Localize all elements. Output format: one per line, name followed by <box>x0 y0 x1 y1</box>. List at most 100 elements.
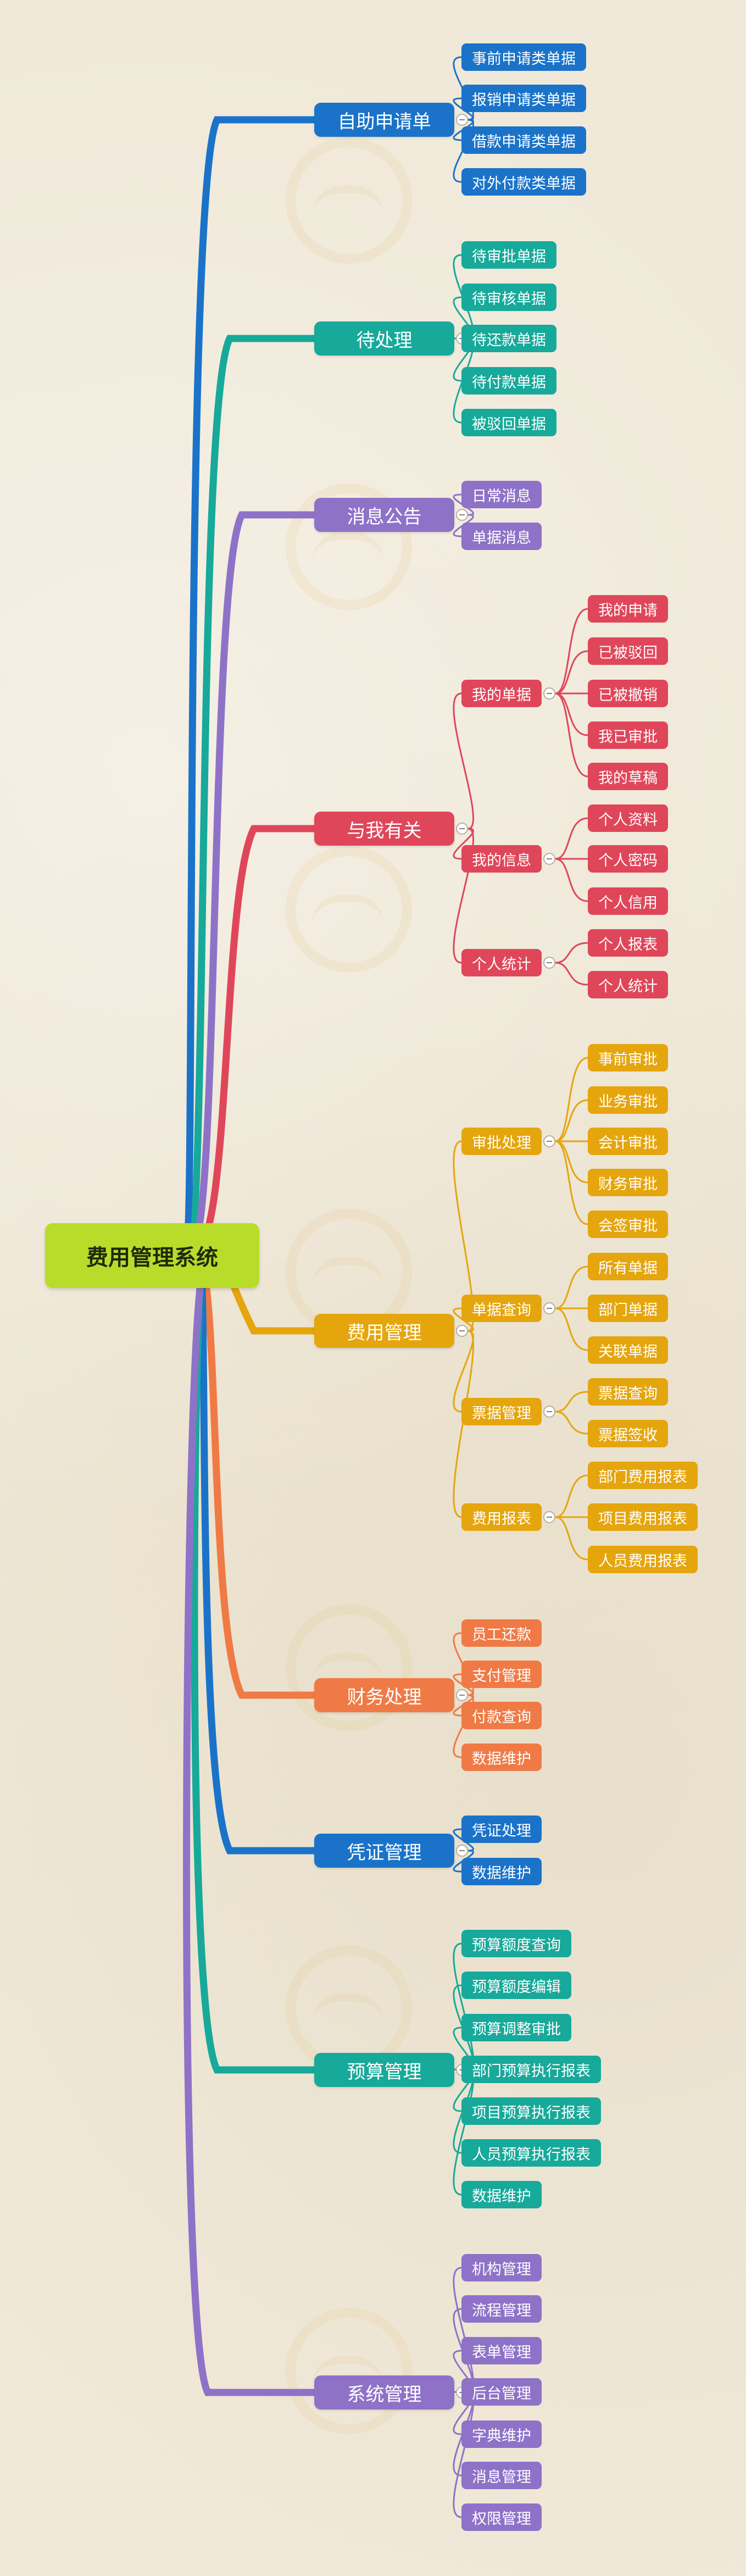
leaf-node[interactable]: 项目费用报表 <box>588 1503 698 1531</box>
sub-connector <box>453 828 474 964</box>
collapse-toggle-icon[interactable] <box>456 509 468 521</box>
branch-connector <box>183 116 318 1246</box>
sub-node[interactable]: 单据查询 <box>461 1295 542 1322</box>
leaf-connector <box>554 692 589 778</box>
leaf-node[interactable]: 个人资料 <box>588 804 668 832</box>
leaf-node[interactable]: 所有单据 <box>588 1253 668 1280</box>
leaf-node[interactable]: 关联单据 <box>588 1336 668 1364</box>
leaf-connector <box>554 1140 589 1225</box>
leaf-node[interactable]: 部门费用报表 <box>588 1462 698 1489</box>
root-node[interactable]: 费用管理系统 <box>45 1223 259 1288</box>
leaf-node[interactable]: 流程管理 <box>461 2295 542 2323</box>
leaf-node[interactable]: 消息管理 <box>461 2462 542 2489</box>
leaf-node[interactable]: 项目预算执行报表 <box>461 2097 601 2125</box>
leaf-node[interactable]: 表单管理 <box>461 2337 542 2364</box>
leaf-node[interactable]: 权限管理 <box>461 2503 542 2531</box>
branch-node[interactable]: 系统管理 <box>314 2375 454 2410</box>
leaf-node[interactable]: 个人密码 <box>588 845 668 873</box>
branch-node[interactable]: 与我有关 <box>314 812 454 846</box>
leaf-node[interactable]: 后台管理 <box>461 2378 542 2406</box>
sub-node[interactable]: 票据管理 <box>461 1398 542 1425</box>
leaf-node[interactable]: 我已审批 <box>588 721 668 749</box>
leaf-connector <box>554 1307 589 1351</box>
branch-node[interactable]: 财务处理 <box>314 1678 454 1712</box>
leaf-node[interactable]: 数据维护 <box>461 1744 542 1771</box>
collapse-toggle-icon[interactable] <box>543 1135 555 1147</box>
leaf-node[interactable]: 我的草稿 <box>588 763 668 790</box>
leaf-connector <box>554 692 589 736</box>
leaf-node[interactable]: 单据消息 <box>461 523 542 550</box>
leaf-node[interactable]: 个人统计 <box>588 971 668 998</box>
leaf-node[interactable]: 借款申请类单据 <box>461 126 586 154</box>
leaf-node[interactable]: 对外付款类单据 <box>461 168 586 196</box>
leaf-node[interactable]: 预算调整审批 <box>461 2014 571 2041</box>
leaf-node[interactable]: 待还款单据 <box>461 325 556 352</box>
sub-node[interactable]: 我的信息 <box>461 845 542 873</box>
branch-connector <box>196 1258 318 1855</box>
collapse-toggle-icon[interactable] <box>543 1511 555 1523</box>
leaf-node[interactable]: 部门预算执行报表 <box>461 2056 601 2083</box>
leaf-node[interactable]: 业务审批 <box>588 1086 668 1114</box>
leaf-node[interactable]: 我的申请 <box>588 595 668 623</box>
leaf-connector <box>554 608 589 695</box>
leaf-node[interactable]: 数据维护 <box>461 1858 542 1885</box>
leaf-node[interactable]: 事前申请类单据 <box>461 43 586 71</box>
leaf-node[interactable]: 会计审批 <box>588 1128 668 1155</box>
sub-node[interactable]: 个人统计 <box>461 949 542 976</box>
leaf-node[interactable]: 票据签收 <box>588 1420 668 1447</box>
leaf-node[interactable]: 人员预算执行报表 <box>461 2139 601 2167</box>
leaf-node[interactable]: 待审核单据 <box>461 284 556 311</box>
collapse-toggle-icon[interactable] <box>543 957 555 969</box>
leaf-node[interactable]: 个人信用 <box>588 887 668 915</box>
branch-connector <box>185 335 318 1250</box>
branch-node[interactable]: 费用管理 <box>314 1314 454 1348</box>
leaf-node[interactable]: 已被驳回 <box>588 637 668 665</box>
branch-node[interactable]: 凭证管理 <box>314 1834 454 1868</box>
sub-node[interactable]: 我的单据 <box>461 680 542 707</box>
leaf-node[interactable]: 被驳回单据 <box>461 409 556 436</box>
leaf-node[interactable]: 报销申请类单据 <box>461 85 586 112</box>
leaf-node[interactable]: 数据维护 <box>461 2181 542 2208</box>
leaf-node[interactable]: 支付管理 <box>461 1661 542 1688</box>
collapse-toggle-icon[interactable] <box>456 1845 468 1857</box>
leaf-node[interactable]: 机构管理 <box>461 2254 542 2281</box>
sub-node[interactable]: 审批处理 <box>461 1128 542 1155</box>
leaf-node[interactable]: 人员费用报表 <box>588 1546 698 1573</box>
sub-node[interactable]: 费用报表 <box>461 1503 542 1531</box>
collapse-toggle-icon[interactable] <box>543 687 555 699</box>
leaf-node[interactable]: 待付款单据 <box>461 367 556 395</box>
collapse-toggle-icon[interactable] <box>456 114 468 126</box>
leaf-node[interactable]: 事前审批 <box>588 1044 668 1072</box>
branch-node[interactable]: 预算管理 <box>314 2053 454 2087</box>
branch-connector <box>183 1265 318 2396</box>
leaf-node[interactable]: 已被撤销 <box>588 680 668 707</box>
collapse-toggle-icon[interactable] <box>456 823 468 835</box>
leaf-node[interactable]: 部门单据 <box>588 1295 668 1322</box>
leaf-connector <box>554 942 589 964</box>
leaf-node[interactable]: 票据查询 <box>588 1378 668 1406</box>
branch-node[interactable]: 消息公告 <box>314 498 454 532</box>
leaf-node[interactable]: 付款查询 <box>461 1702 542 1729</box>
sub-connector <box>453 828 474 860</box>
leaf-node[interactable]: 待审批单据 <box>461 241 556 269</box>
leaf-node[interactable]: 预算额度编辑 <box>461 1972 571 1999</box>
leaf-node[interactable]: 个人报表 <box>588 929 668 957</box>
leaf-node[interactable]: 凭证处理 <box>461 1816 542 1843</box>
leaf-node[interactable]: 会签审批 <box>588 1211 668 1238</box>
leaf-node[interactable]: 员工还款 <box>461 1619 542 1647</box>
sub-connector <box>453 1330 475 1413</box>
collapse-toggle-icon[interactable] <box>543 1406 555 1418</box>
branch-node[interactable]: 待处理 <box>314 321 454 356</box>
collapse-toggle-icon[interactable] <box>543 1302 555 1314</box>
leaf-node[interactable]: 日常消息 <box>461 481 542 508</box>
collapse-toggle-icon[interactable] <box>543 853 555 865</box>
leaf-node[interactable]: 预算额度查询 <box>461 1930 571 1957</box>
collapse-toggle-icon[interactable] <box>456 1689 468 1701</box>
leaf-node[interactable]: 字典维护 <box>461 2420 542 2448</box>
leaf-node[interactable]: 财务审批 <box>588 1169 668 1196</box>
leaf-connector <box>554 650 589 695</box>
collapse-toggle-icon[interactable] <box>456 1325 468 1337</box>
branch-node[interactable]: 自助申请单 <box>314 103 454 137</box>
